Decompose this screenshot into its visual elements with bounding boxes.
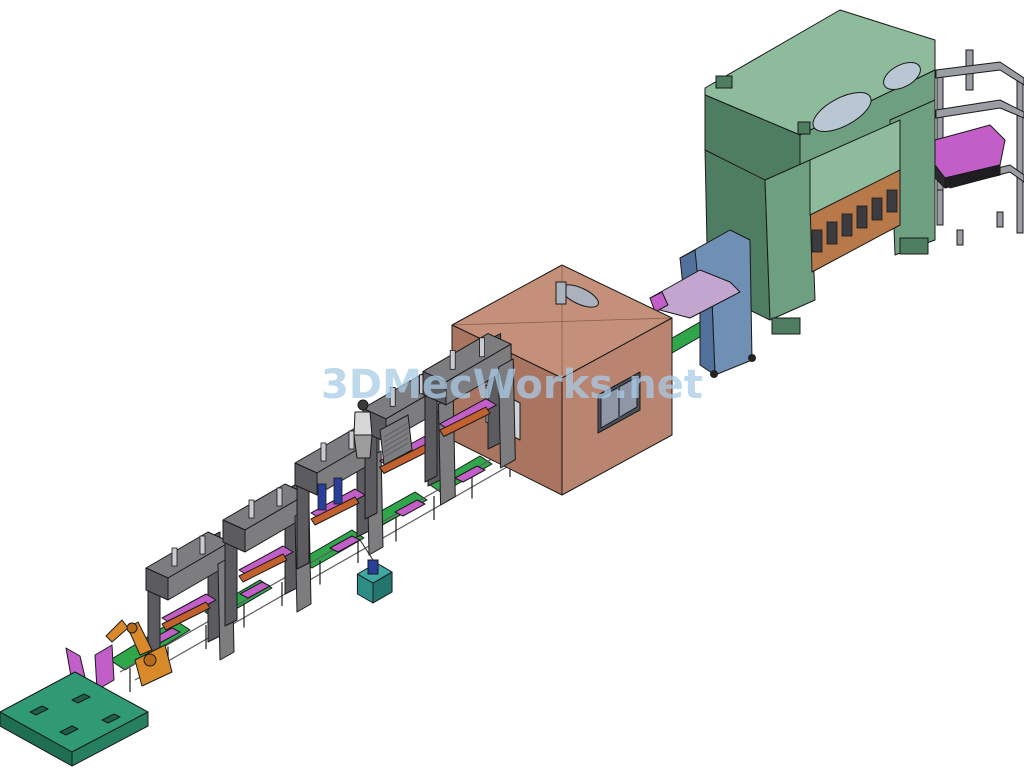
- operator-body: [353, 411, 373, 436]
- rack-post: [1016, 77, 1024, 234]
- panel-vent: [383, 432, 409, 448]
- air-tank-icon: [883, 61, 921, 91]
- panel-vent: [383, 427, 409, 443]
- transfer-press-5: [422, 333, 516, 483]
- press-foot: [771, 317, 801, 335]
- cylinder-icon: [479, 337, 486, 358]
- robot-joint: [143, 653, 157, 667]
- cylinder-icon: [199, 535, 206, 555]
- pallet-slot: [59, 725, 79, 736]
- part-blank: [454, 465, 486, 483]
- robot-link: [105, 619, 129, 643]
- die-block: [811, 229, 823, 253]
- robot-arm: [65, 619, 173, 691]
- blue-cylinder-icon: [317, 483, 327, 511]
- panel-vent: [383, 422, 409, 438]
- rack-beam: [935, 61, 1024, 86]
- feeder-arm: [649, 269, 741, 319]
- press-bracket: [715, 75, 733, 89]
- die-block: [841, 213, 853, 237]
- press-slide: [809, 119, 901, 216]
- hydraulic-unit: [356, 539, 393, 604]
- stacker-rack: [934, 49, 1024, 246]
- cylinder-icon: [171, 547, 178, 567]
- feeder-wheel: [710, 370, 718, 378]
- pallet-top: [0, 671, 149, 753]
- press-foot: [899, 237, 929, 255]
- frame-side-plate: [438, 395, 456, 506]
- panel-vent: [383, 437, 409, 453]
- robot-base: [134, 644, 173, 687]
- robot-joint: [126, 622, 138, 634]
- operator-figure: [353, 399, 373, 459]
- die-block: [886, 189, 898, 213]
- hydraulic-hose: [359, 539, 374, 561]
- pallet-slot: [71, 693, 91, 704]
- die-plate: [439, 406, 491, 437]
- transfer-press-stations: [145, 333, 516, 675]
- pallet-slot: [29, 705, 49, 716]
- output-pallet: [0, 671, 149, 767]
- operator-legs: [353, 434, 373, 459]
- rack-beam: [935, 99, 1024, 119]
- cylinder-icon: [320, 442, 327, 462]
- part-blank: [239, 581, 271, 599]
- die-block: [856, 205, 868, 229]
- frame-side-plate: [498, 358, 516, 469]
- die-block: [826, 221, 838, 245]
- die-block: [871, 197, 883, 221]
- die-plate: [238, 553, 288, 583]
- cylinder-icon: [348, 430, 355, 450]
- feeder-wheel: [748, 354, 756, 362]
- pallet-front-right: [71, 711, 149, 767]
- cylinder-icon: [248, 499, 255, 519]
- stacked-base: [944, 164, 1001, 189]
- cylinder-icon: [389, 386, 396, 407]
- press-front-left: [764, 159, 816, 321]
- die-plate: [161, 601, 211, 631]
- press-bracket: [797, 121, 811, 135]
- feeder-gripper: [649, 291, 669, 313]
- panel-vent: [383, 442, 409, 458]
- gripped-part: [94, 644, 115, 691]
- coil-feeder: [649, 229, 756, 378]
- transfer-press-1: [145, 531, 235, 675]
- cylinder-icon: [449, 349, 456, 370]
- rack-post: [996, 211, 1004, 228]
- part-blank: [394, 499, 426, 517]
- exhaust-duct-icon: [555, 281, 567, 305]
- cylinder-icon: [276, 487, 283, 507]
- air-tank-icon: [812, 92, 872, 132]
- hydraulic-pump-icon: [367, 559, 379, 575]
- rack-post: [956, 229, 964, 246]
- pallet-slot: [101, 713, 121, 724]
- blue-cylinder-icon: [333, 477, 343, 505]
- operator-head: [357, 399, 369, 411]
- transfer-press-2: [222, 483, 312, 627]
